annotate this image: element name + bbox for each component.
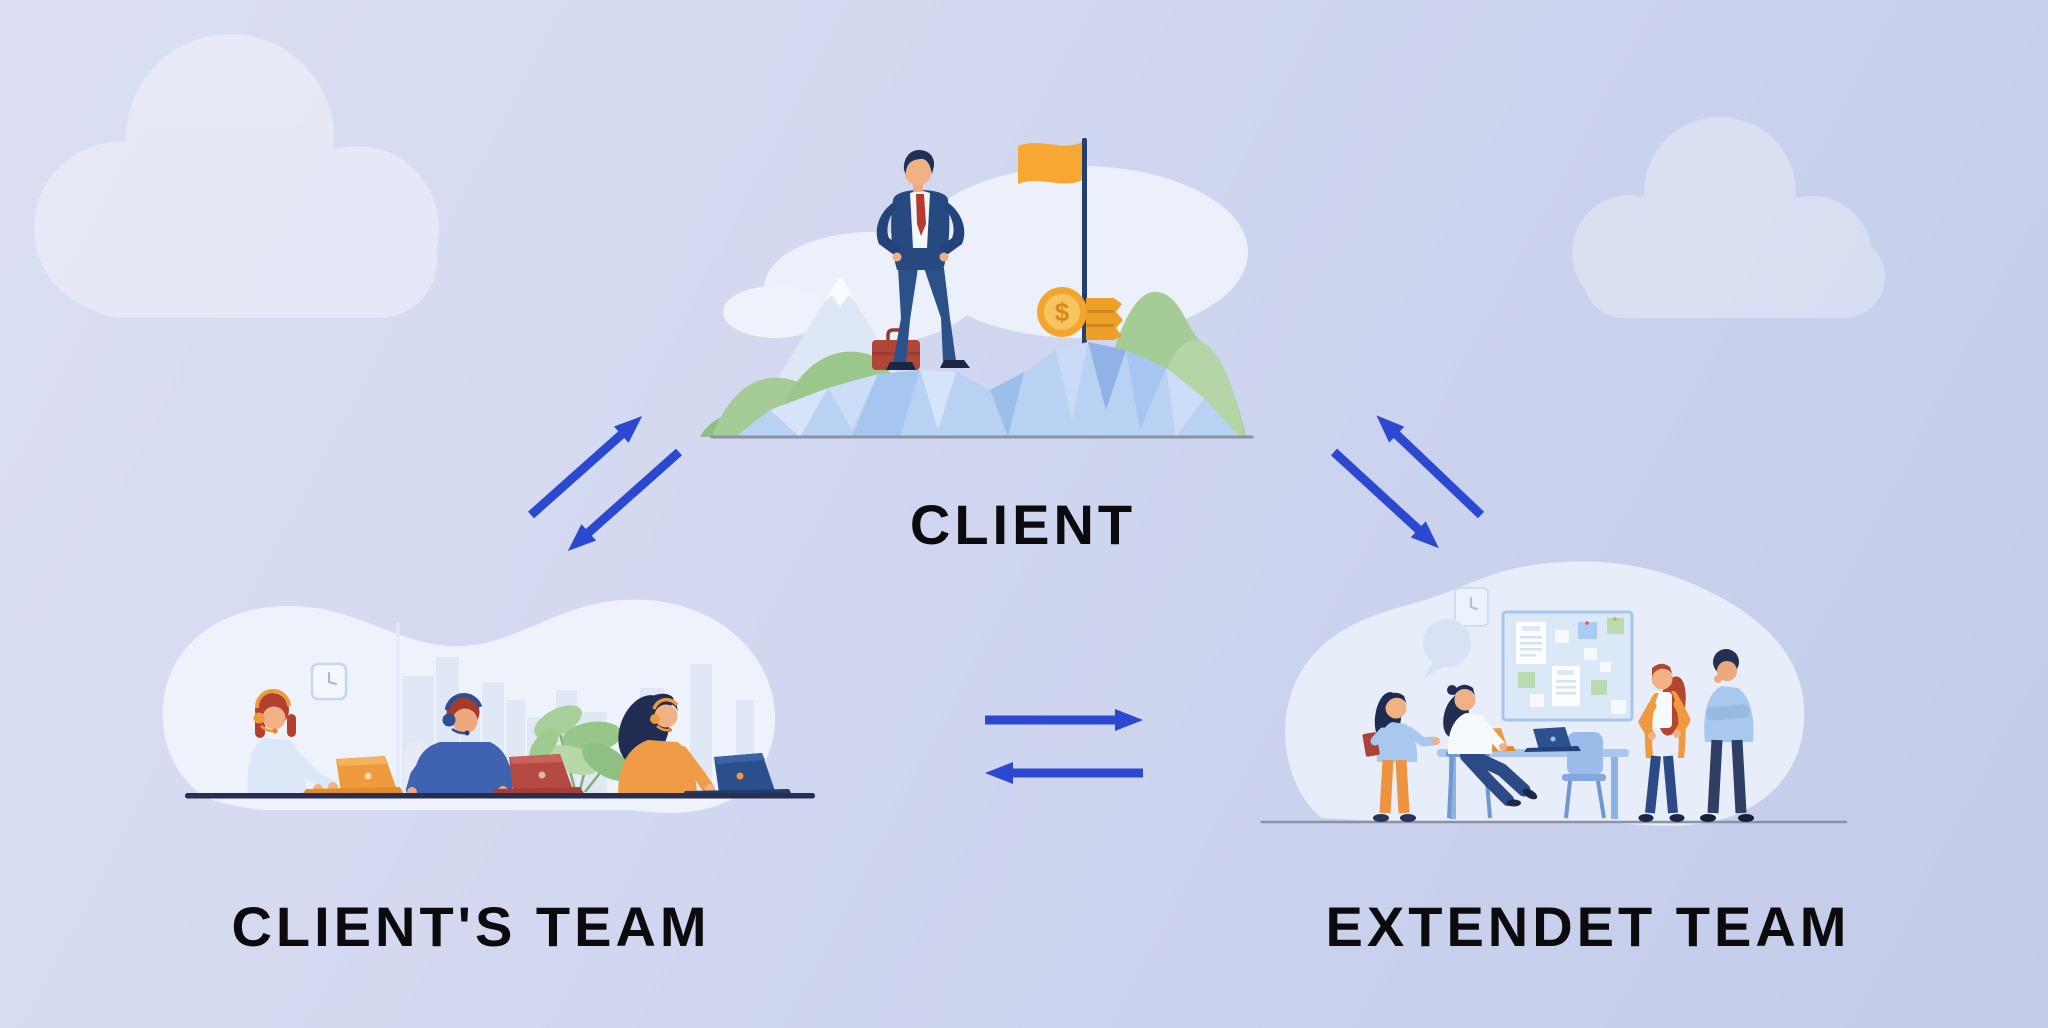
background-cloud-icon: [34, 34, 439, 318]
task-board: [1501, 610, 1634, 722]
headset-icon: [444, 693, 483, 711]
support-agent-1: [247, 689, 338, 794]
wall-clock-icon: [310, 662, 348, 701]
wall-clock-icon: [1454, 587, 1489, 627]
headset-icon: [652, 697, 679, 710]
speech-bubble-icon: [1423, 619, 1471, 678]
background-cloud-icon: [1572, 117, 1885, 318]
svg-text:$: $: [1055, 297, 1070, 327]
support-agent-2: [406, 693, 516, 797]
extendet-team-node-label: EXTENDET TEAM: [1325, 895, 1851, 958]
extendet-team-illustration: [1260, 561, 1848, 826]
team-member-redhead: [1638, 663, 1691, 822]
client-node-label: CLIENT: [909, 493, 1137, 556]
desk-line: [185, 793, 815, 799]
support-agent-3: [618, 693, 715, 795]
clients-team-node-label: CLIENT'S TEAM: [231, 895, 711, 958]
team-member-seated: [1443, 684, 1538, 819]
mountain-peak: [735, 342, 1240, 437]
arrow-client-to-extendet-team: [1330, 448, 1439, 549]
client-illustration: $: [700, 138, 1254, 439]
office-chair: [1562, 732, 1606, 819]
clients-team-illustration: [162, 599, 815, 813]
money-coins-icon: $: [1037, 287, 1123, 340]
team-member-thinking: [1700, 649, 1754, 822]
arrow-extendet-team-to-client: [1376, 415, 1485, 519]
businessman-figure: [876, 150, 970, 370]
arrow-clients-team-to-client: [528, 416, 643, 519]
goal-flag-icon: [1018, 138, 1087, 345]
arrow-client-to-clients-team: [567, 448, 682, 551]
laptop-navy-icon: [1524, 727, 1581, 752]
team-member-presenter: [1362, 692, 1440, 822]
headset-icon: [254, 689, 291, 709]
